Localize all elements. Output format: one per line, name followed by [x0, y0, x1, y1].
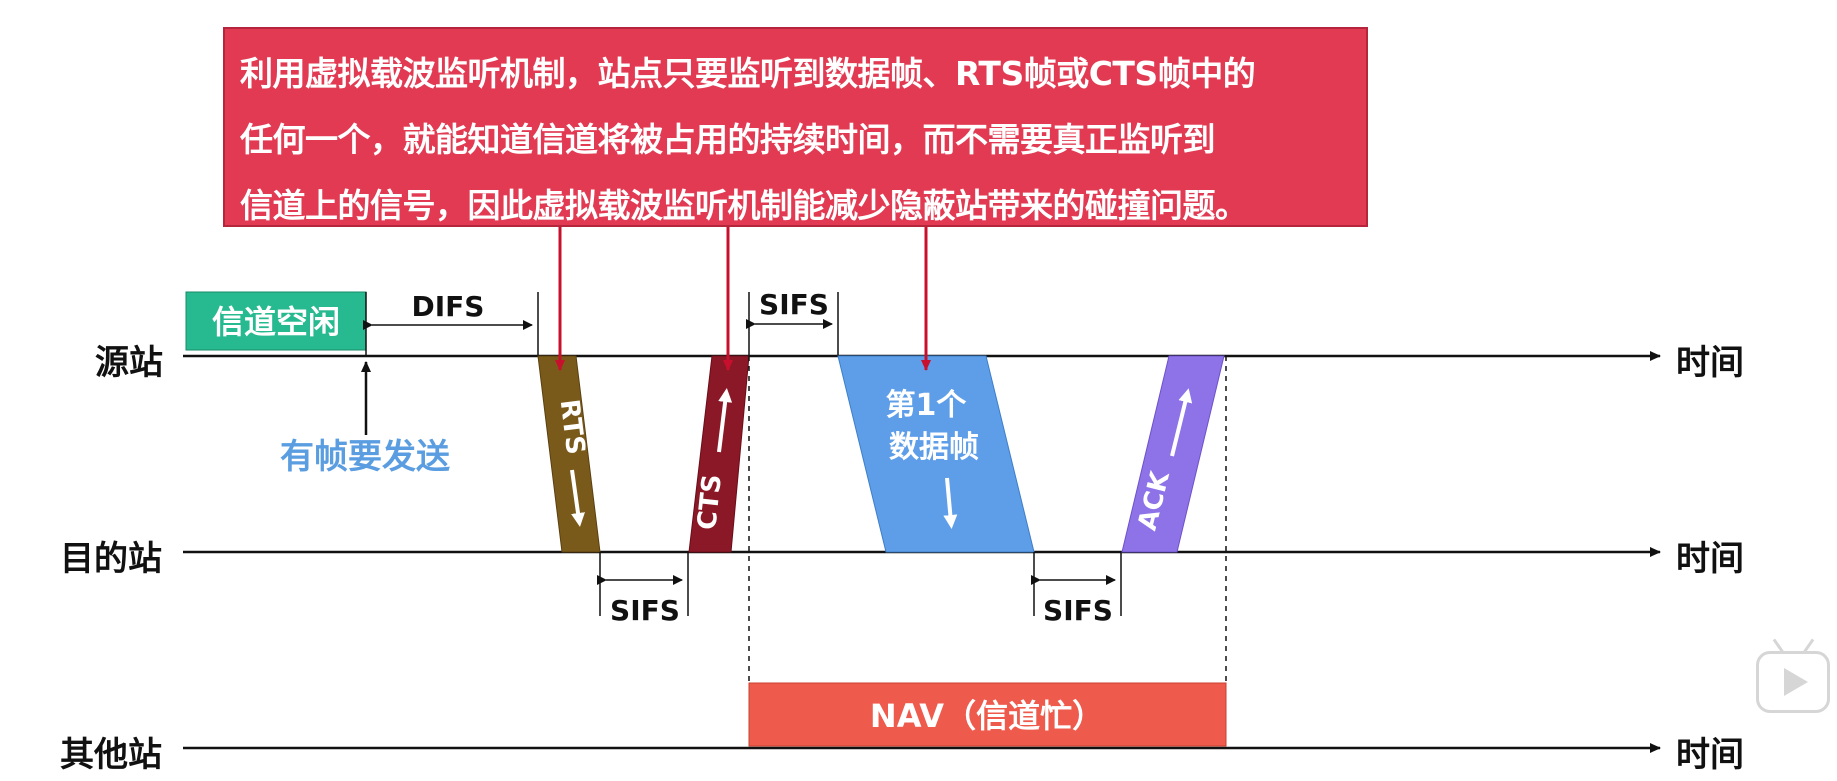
data-direction-arrow: [943, 477, 958, 529]
play-icon[interactable]: [1756, 638, 1830, 713]
explanation-callout: 利用虚拟载波监听机制，站点只要监听到数据帧、RTS帧或CTS帧中的 任何一个，就…: [223, 27, 1368, 227]
rts-direction-arrow: [570, 469, 585, 527]
station-label-other: 其他站: [60, 735, 162, 775]
callout-line-3: 信道上的信号，因此虚拟载波监听机制能减少隐蔽站带来的碰撞问题。: [240, 186, 1248, 225]
idle-box-label: 信道空闲: [212, 303, 340, 341]
time-label-source: 时间: [1676, 343, 1744, 383]
data-label-line2: 数据帧: [889, 430, 979, 465]
station-label-source: 源站: [95, 343, 163, 383]
data-label-line1: 第1个: [886, 388, 968, 423]
sifs1-label: SIFS: [610, 594, 680, 627]
send-annotation: 有帧要发送: [280, 437, 450, 477]
callout-line-1: 利用虚拟载波监听机制，站点只要监听到数据帧、RTS帧或CTS帧中的: [240, 54, 1256, 93]
rts-label: RTS: [554, 398, 591, 457]
station-label-destination: 目的站: [60, 539, 162, 579]
callout-line-2: 任何一个，就能知道信道将被占用的持续时间，而不需要真正监听到: [240, 120, 1216, 159]
idle-box: [185, 291, 367, 351]
cts-label: CTS: [692, 473, 728, 531]
nav-bar: [748, 682, 1227, 747]
cts-direction-arrow: [717, 388, 733, 453]
ack-direction-arrow: [1170, 388, 1193, 457]
cts-frame: [688, 355, 750, 553]
sifs3-label: SIFS: [1043, 594, 1113, 627]
difs-label: DIFS: [412, 290, 485, 323]
nav-label: NAV（信道忙）: [870, 697, 1104, 735]
play-triangle: [1784, 668, 1808, 696]
time-label-other: 时间: [1676, 735, 1744, 775]
time-label-destination: 时间: [1676, 539, 1744, 579]
sifs2-label: SIFS: [759, 288, 829, 321]
